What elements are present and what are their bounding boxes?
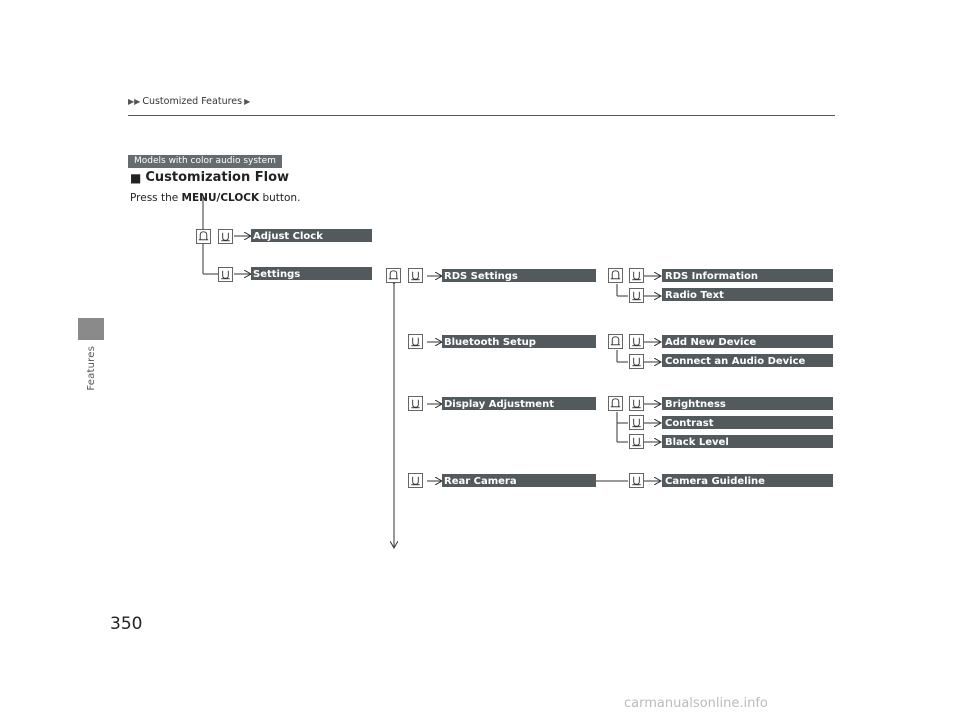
square-bullet-icon: ■ (130, 170, 142, 185)
section-title: ■ Customization Flow (130, 170, 289, 185)
menu-item-add-new-device[interactable]: Add New Device (665, 337, 756, 348)
model-badge: Models with color audio system (128, 155, 282, 168)
radio-text-bar (662, 288, 833, 301)
brightness-bar (662, 397, 833, 410)
bluetooth-setup-bar (442, 335, 596, 348)
connector-lines (202, 196, 661, 548)
menu-labels: Adjust Clock Settings RDS Settings RDS I… (253, 231, 806, 487)
menu-item-rear-camera[interactable]: Rear Camera (444, 476, 517, 487)
push-knob-icon (629, 396, 644, 411)
menu-item-camera-guideline[interactable]: Camera Guideline (665, 476, 765, 487)
menu-item-bluetooth-setup[interactable]: Bluetooth Setup (444, 337, 536, 348)
connect-audio-device-bar (662, 354, 833, 367)
menu-item-rds-settings[interactable]: RDS Settings (444, 271, 518, 282)
push-knob-icon (408, 473, 423, 488)
triangle-right-icon: ▶ (244, 97, 251, 106)
menu-item-brightness[interactable]: Brightness (665, 399, 726, 410)
menu-item-radio-text[interactable]: Radio Text (665, 290, 724, 301)
push-knob-icon (408, 268, 423, 283)
header-divider (128, 115, 835, 116)
adjust-clock-bar (251, 229, 372, 242)
menu-clock-button-label: MENU/CLOCK (181, 192, 260, 204)
push-knob-icon (629, 415, 644, 430)
instruction-suffix: button. (259, 192, 301, 204)
instruction: Press the MENU/CLOCK button. (130, 192, 300, 204)
push-knob-icon (218, 267, 233, 282)
rds-settings-bar (442, 269, 596, 282)
contrast-bar (662, 416, 833, 429)
push-knob-icon (629, 354, 644, 369)
menu-item-connect-audio-device[interactable]: Connect an Audio Device (665, 356, 806, 367)
rotate-knob-icon (608, 334, 623, 349)
section-tab (78, 318, 104, 340)
section-title-text: Customization Flow (145, 170, 290, 185)
menu-item-adjust-clock[interactable]: Adjust Clock (253, 231, 323, 242)
triangle-right-icon: ▶▶ (128, 97, 141, 106)
watermark: carmanualsonline.info (624, 696, 768, 711)
menu-item-contrast[interactable]: Contrast (665, 418, 714, 429)
settings-bar (251, 267, 372, 280)
instruction-prefix: Press the (130, 192, 182, 204)
menu-bars (251, 229, 833, 487)
camera-guideline-bar (662, 474, 833, 487)
breadcrumb-link[interactable]: Customized Features (142, 96, 243, 107)
rotate-knob-icon (608, 396, 623, 411)
menu-item-display-adjustment[interactable]: Display Adjustment (444, 399, 554, 410)
rear-camera-bar (442, 474, 596, 487)
push-knob-icon (408, 334, 423, 349)
menu-item-black-level[interactable]: Black Level (665, 437, 729, 448)
rotate-knob-icon (608, 268, 623, 283)
push-knob-icon (218, 229, 233, 244)
breadcrumb: ▶▶ Customized Features ▶ (128, 96, 250, 107)
menu-item-settings[interactable]: Settings (253, 269, 300, 280)
add-new-device-bar (662, 335, 833, 348)
push-knob-icon (629, 334, 644, 349)
push-knob-icon (408, 396, 423, 411)
rotate-knob-icon (196, 229, 211, 244)
black-level-bar (662, 435, 833, 448)
menu-item-rds-information[interactable]: RDS Information (665, 271, 758, 282)
display-adjustment-bar (442, 397, 596, 410)
push-knob-icon (629, 473, 644, 488)
rotate-knob-icon (386, 268, 401, 283)
push-knob-icon (629, 288, 644, 303)
rds-information-bar (662, 269, 833, 282)
push-knob-icon (629, 268, 644, 283)
push-knob-icon (629, 434, 644, 449)
page-number: 350 (110, 614, 143, 634)
